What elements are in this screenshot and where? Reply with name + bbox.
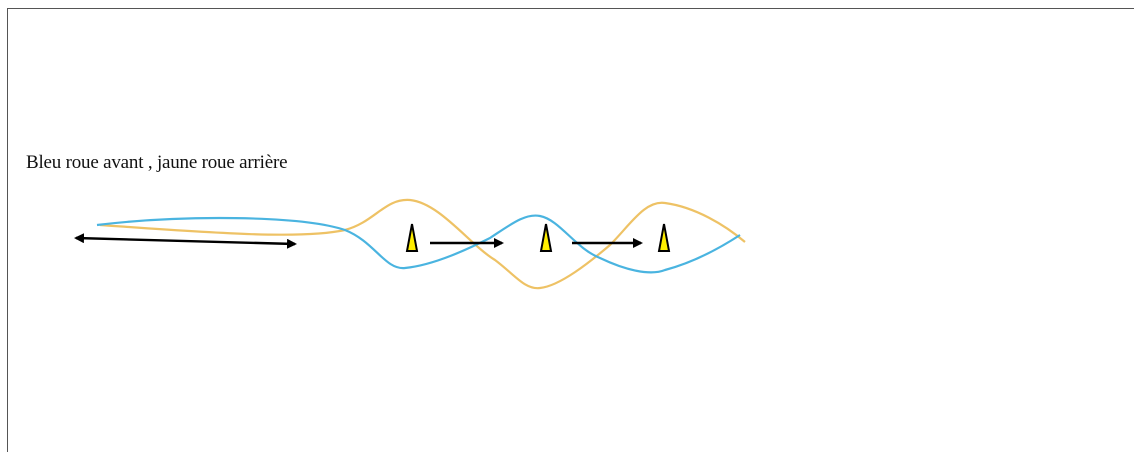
cone-1 — [405, 223, 419, 252]
cone-3 — [657, 223, 671, 252]
front-wheel-trajectory — [96, 214, 741, 274]
rear-wheel-trajectory — [99, 198, 746, 290]
diagram-caption: Bleu roue avant , jaune roue arrière — [26, 152, 288, 173]
double-arrow — [74, 233, 297, 249]
cone-2 — [539, 223, 553, 252]
drawing-frame — [7, 8, 1134, 452]
